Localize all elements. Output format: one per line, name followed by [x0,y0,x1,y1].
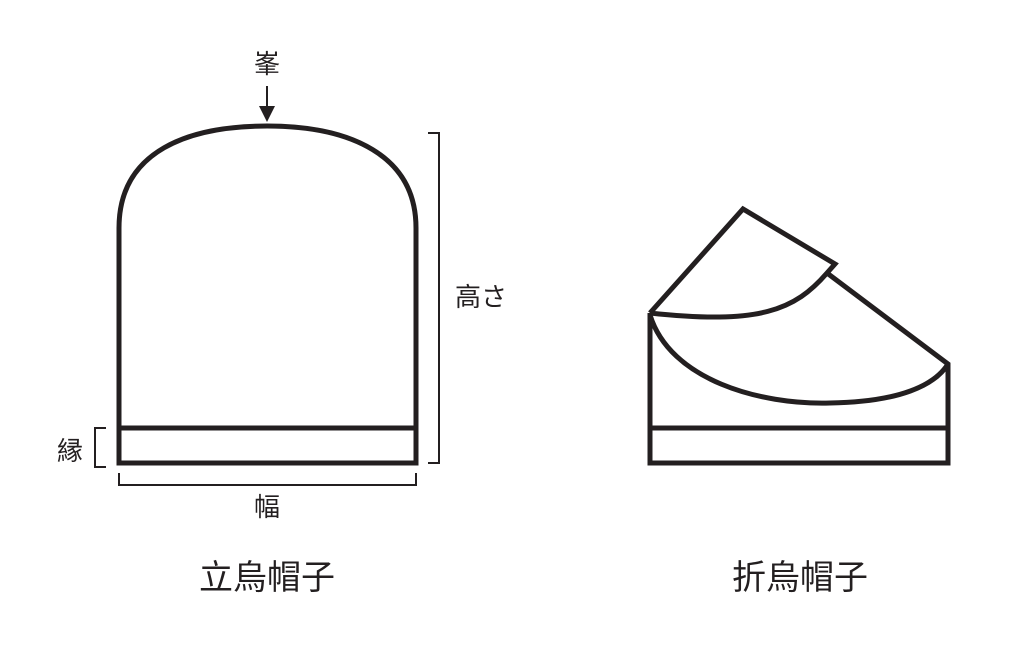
ori-eboshi-fold-flap [648,205,839,320]
width-label: 幅 [253,493,281,523]
peak-arrow-head [259,106,275,122]
height-label: 高さ [454,283,508,313]
peak-label: 峯 [253,50,281,80]
tate-eboshi-caption: 立烏帽子 [199,558,335,598]
height-bracket [428,132,440,464]
ori-eboshi-caption: 折烏帽子 [732,558,868,598]
tate-eboshi-crown [116,123,419,466]
ori-eboshi-inner-curve [647,314,951,406]
ori-eboshi-body [647,271,951,466]
brim-label: 縁 [56,437,84,467]
width-bracket [118,473,417,486]
brim-bracket [94,427,106,468]
